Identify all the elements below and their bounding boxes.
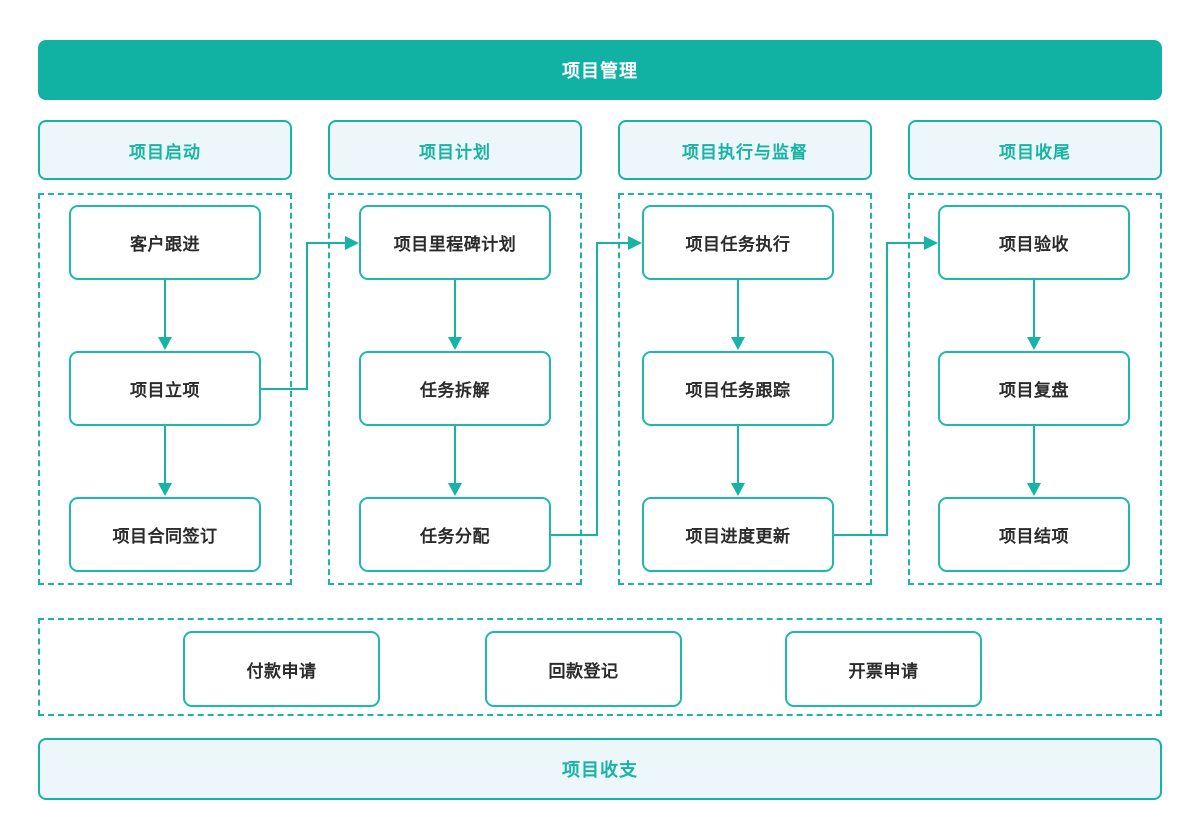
node-milestone-plan-label: 项目里程碑计划 [393,235,517,254]
node-project-approval-label: 项目立项 [130,381,200,400]
column-header-initiation: 项目启动 [38,120,292,180]
top-banner-label: 项目管理 [562,61,638,81]
node-contract-signing-label: 项目合同签订 [112,527,218,546]
column-header-closing: 项目收尾 [908,120,1162,180]
node-project-closure-label: 项目结项 [999,527,1069,546]
finance-container [38,618,1162,716]
column-header-execution-label: 项目执行与监督 [682,142,808,162]
node-task-assignment-label: 任务分配 [420,527,490,546]
column-header-planning: 项目计划 [328,120,582,180]
top-banner: 项目管理 [38,40,1162,100]
node-task-breakdown-label: 任务拆解 [420,381,490,400]
node-collection-register: 回款登记 [485,631,682,707]
bottom-banner-project-finance: 项目收支 [38,738,1162,800]
node-project-acceptance-label: 项目验收 [999,235,1069,254]
node-project-closure: 项目结项 [938,497,1130,572]
column-header-execution: 项目执行与监督 [618,120,872,180]
node-customer-follow-up: 客户跟进 [69,205,261,280]
node-contract-signing: 项目合同签订 [69,497,261,572]
node-customer-follow-up-label: 客户跟进 [130,235,200,254]
node-task-execution-label: 项目任务执行 [685,235,791,254]
node-invoice-request: 开票申请 [785,631,982,707]
node-progress-update-label: 项目进度更新 [685,527,791,546]
node-task-tracking-label: 项目任务跟踪 [685,381,791,400]
node-milestone-plan: 项目里程碑计划 [359,205,551,280]
node-invoice-request-label: 开票申请 [848,661,919,681]
bottom-banner-label: 项目收支 [562,760,638,780]
node-progress-update: 项目进度更新 [642,497,834,572]
column-header-initiation-label: 项目启动 [129,142,201,162]
column-header-closing-label: 项目收尾 [999,142,1071,162]
node-project-acceptance: 项目验收 [938,205,1130,280]
column-header-planning-label: 项目计划 [419,142,491,162]
node-collection-register-label: 回款登记 [548,661,619,681]
node-project-review-label: 项目复盘 [999,381,1069,400]
node-project-approval: 项目立项 [69,351,261,426]
node-project-review: 项目复盘 [938,351,1130,426]
node-task-assignment: 任务分配 [359,497,551,572]
node-task-breakdown: 任务拆解 [359,351,551,426]
node-task-tracking: 项目任务跟踪 [642,351,834,426]
node-payment-request-label: 付款申请 [246,661,317,681]
node-task-execution: 项目任务执行 [642,205,834,280]
node-payment-request: 付款申请 [183,631,380,707]
